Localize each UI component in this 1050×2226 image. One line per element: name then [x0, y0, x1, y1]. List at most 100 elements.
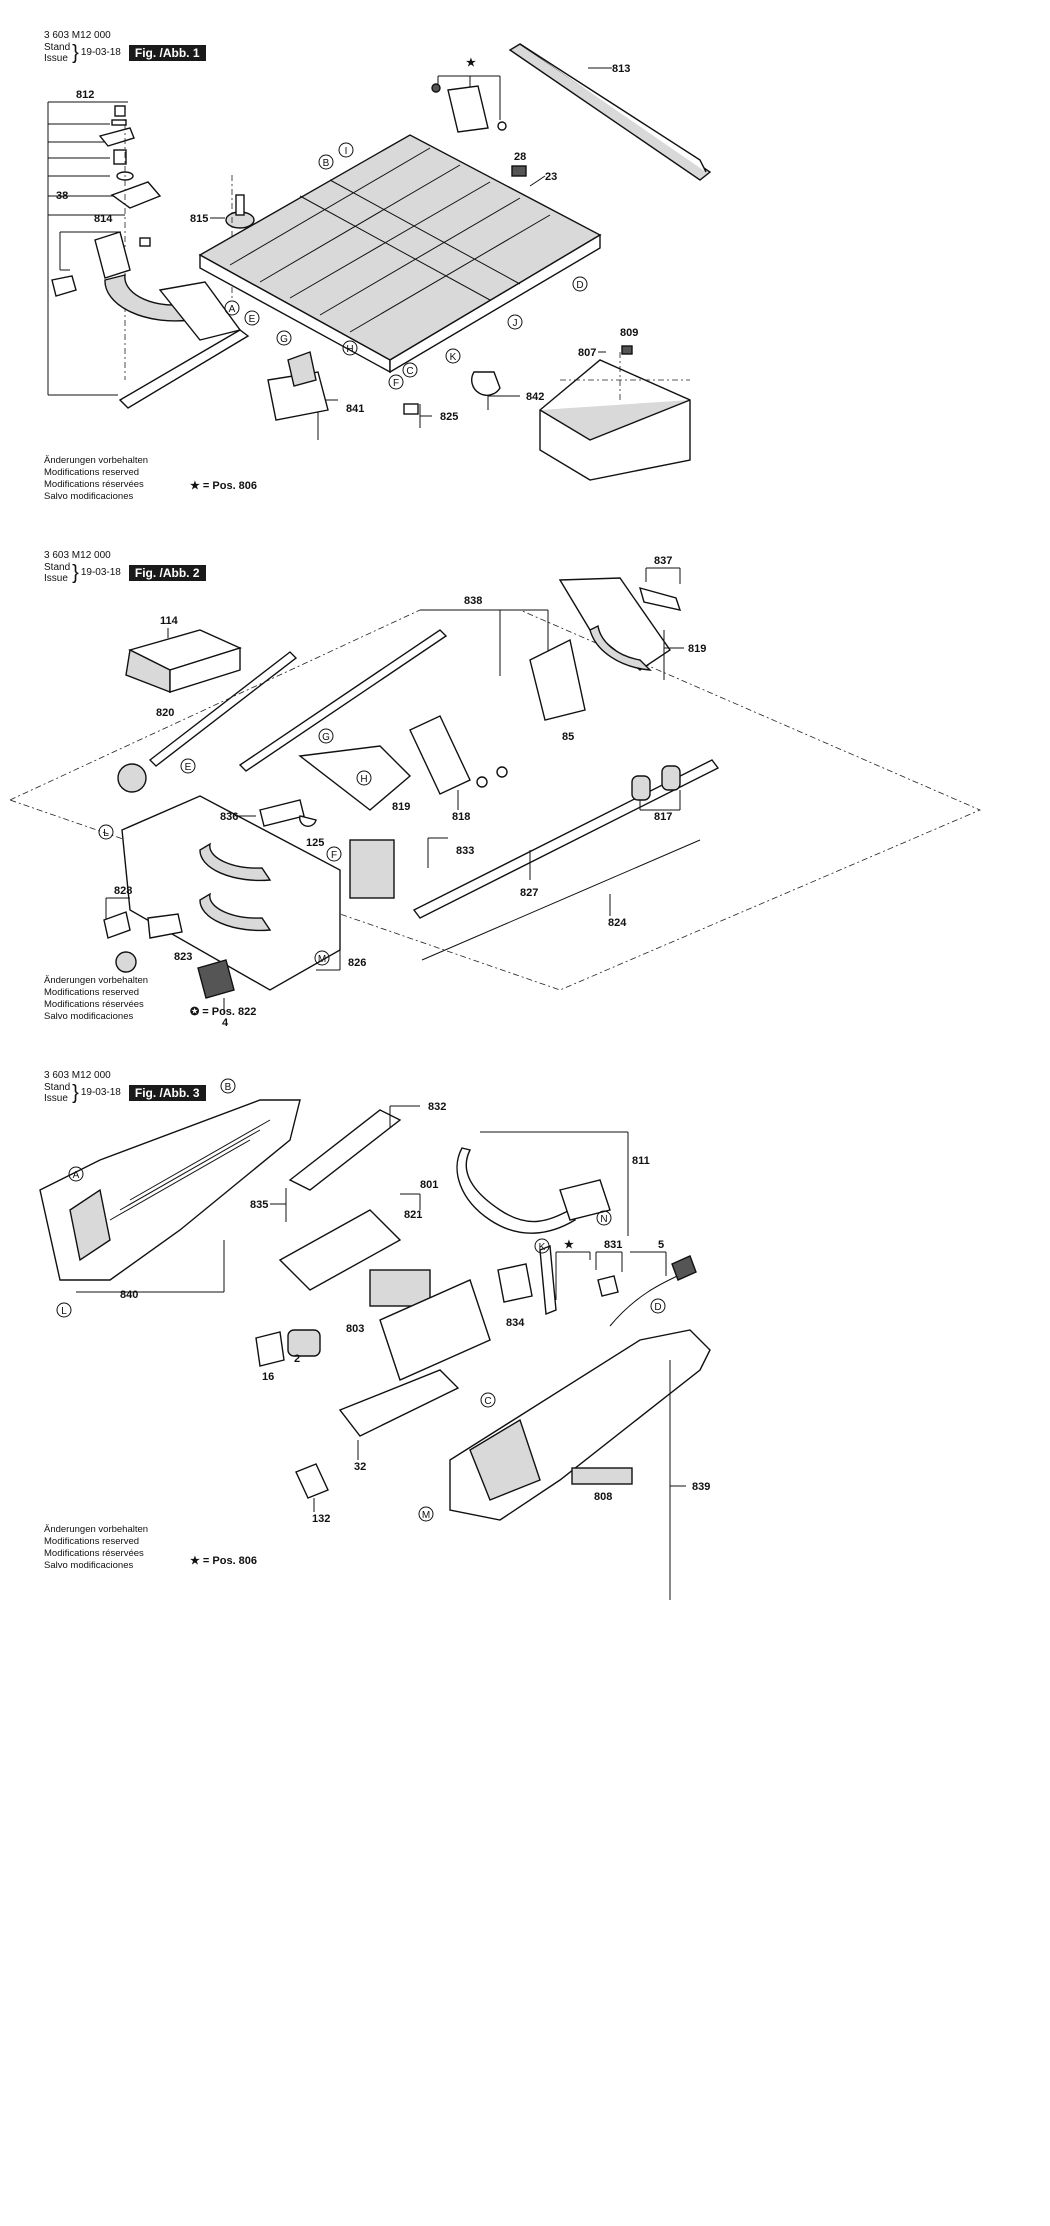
callout-836: 836: [220, 811, 238, 823]
letter-i: I: [345, 146, 348, 157]
note-line: Modifications reserved: [44, 1536, 140, 1547]
figure-3-notes: Änderungen vorbehalten Modifications res…: [44, 1524, 148, 1572]
figure-label: Fig. /Abb. 1: [128, 45, 206, 61]
note-line: Änderungen vorbehalten: [44, 975, 149, 986]
callout-32: 32: [354, 1461, 366, 1473]
letter-a: A: [73, 1170, 80, 1181]
callout-4: 4: [222, 1017, 229, 1029]
callout-2: 2: [294, 1353, 300, 1365]
figure-3-drawing: 840 832 811 835 801 821 803 2 16 834 ★ 8…: [39, 1078, 711, 1600]
callout-834: 834: [506, 1317, 525, 1329]
letter-d: D: [576, 280, 583, 291]
letter-l: L: [103, 828, 109, 839]
issue-date: 19-03-18: [80, 1087, 121, 1098]
figure-label: Fig. /Abb. 3: [128, 1085, 206, 1101]
note-line: Salvo modificaciones: [44, 491, 134, 502]
note-line: Modifications reserved: [44, 467, 140, 478]
figure-2-drawing: 114 820 838 837 819 85 818: [9, 555, 982, 1029]
callout-812: 812: [76, 89, 94, 101]
figure-1-notes: Änderungen vorbehalten Modifications res…: [44, 455, 148, 503]
letter-b: B: [225, 1082, 232, 1093]
callout-132: 132: [312, 1513, 330, 1525]
callout-833: 833: [456, 845, 474, 857]
callout-840: 840: [120, 1289, 138, 1301]
callout-811: 811: [632, 1155, 650, 1167]
drawing-number: 3 603 M12 000: [44, 1070, 111, 1081]
callout-814: 814: [94, 213, 113, 225]
callout-809: 809: [620, 327, 638, 339]
callout-827: 823: [174, 951, 192, 963]
callout-813: 813: [612, 63, 630, 75]
callout-807: 807: [578, 347, 596, 359]
issue-date: 19-03-18: [80, 47, 121, 58]
letter-e: E: [249, 314, 256, 325]
letter-h: H: [360, 774, 367, 785]
callout-818: 818: [452, 811, 470, 823]
stand-label: Stand: [44, 42, 71, 53]
callout-838: 838: [464, 595, 482, 607]
figure-2-legend: ✪ = Pos. 822: [190, 1006, 257, 1018]
callout-819: 819: [688, 643, 706, 655]
callout-820: 820: [156, 707, 174, 719]
issue-label: Issue: [44, 573, 68, 584]
note-line: Modifications réservées: [44, 479, 144, 490]
callout-803: 803: [346, 1323, 364, 1335]
callout-824: 826: [348, 957, 366, 969]
callout-832: 832: [428, 1101, 446, 1113]
letter-n: N: [600, 1214, 607, 1225]
letter-b: B: [323, 158, 330, 169]
stand-label: Stand: [44, 1082, 71, 1093]
note-line: Modifications reserved: [44, 987, 140, 998]
letter-k: K: [539, 1242, 546, 1253]
drawing-number: 3 603 M12 000: [44, 550, 111, 561]
letter-a: A: [229, 304, 236, 315]
callout-801: 801: [420, 1179, 438, 1191]
figure-2-notes: Änderungen vorbehalten Modifications res…: [44, 975, 148, 1023]
callout-38: 38: [56, 190, 68, 202]
letter-callouts-fig1: A B C D E G H I J K F: [224, 142, 588, 390]
callout-823: 827: [520, 887, 538, 899]
letter-g: G: [280, 334, 288, 345]
letter-c: C: [406, 366, 413, 377]
letter-h: H: [346, 344, 353, 355]
callout-28: 28: [514, 151, 526, 163]
figure-3-legend: ★ = Pos. 806: [190, 1555, 258, 1567]
note-line: Salvo modificaciones: [44, 1011, 134, 1022]
figure-label: Fig. /Abb. 2: [128, 565, 206, 581]
issue-date: 19-03-18: [80, 567, 121, 578]
figure-1-drawing: 812 38 814 815 23 28: [47, 43, 712, 481]
callout-841: 841: [346, 403, 364, 415]
callout-85: 85: [562, 731, 574, 743]
letter-callouts-fig2: E G H L F M: [98, 728, 372, 966]
callout-5: 5: [658, 1239, 664, 1251]
letter-c: C: [484, 1396, 491, 1407]
callout-125: 125: [306, 837, 324, 849]
callout-819-lower: 819: [392, 801, 410, 813]
callout-835: 835: [250, 1199, 268, 1211]
letter-e: E: [185, 762, 192, 773]
callout-815: 815: [190, 213, 208, 225]
drawing-number: 3 603 M12 000: [44, 30, 111, 41]
callout-821: 821: [404, 1209, 422, 1221]
note-line: Salvo modificaciones: [44, 1560, 134, 1571]
letter-m: M: [318, 954, 326, 965]
callout-828: 817: [654, 811, 672, 823]
letter-j: J: [513, 318, 518, 329]
callout-114: 114: [160, 615, 179, 627]
callout-23: 23: [545, 171, 557, 183]
callout-831: 831: [604, 1239, 622, 1251]
letter-d: D: [654, 1302, 661, 1313]
callout-837: 837: [654, 555, 672, 567]
stand-label: Stand: [44, 562, 71, 573]
letter-f: F: [331, 850, 337, 861]
letter-l: L: [61, 1306, 67, 1317]
callout-825: 825: [440, 411, 458, 423]
callout-842: 842: [526, 391, 544, 403]
star-symbol-1: ★: [466, 57, 476, 69]
callout-16: 16: [262, 1371, 274, 1383]
